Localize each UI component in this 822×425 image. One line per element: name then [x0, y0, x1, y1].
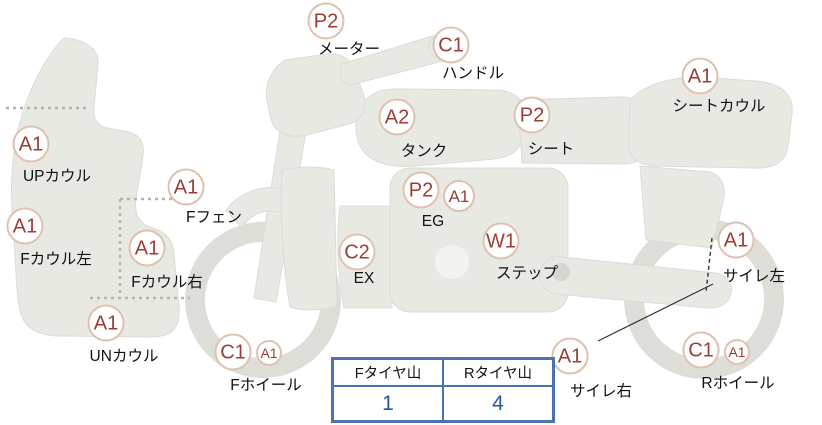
part-label-meter: メーター	[317, 41, 381, 58]
part-label-seat: シート	[527, 141, 575, 158]
tire-table-header-front: Fタイヤ山	[333, 359, 443, 386]
condition-code-up-cowl: A1	[12, 125, 50, 163]
frame-column-shape	[280, 166, 338, 311]
condition-code-f-wheel-2: A1	[256, 340, 282, 366]
condition-code-silencer-left: A1	[717, 221, 755, 259]
condition-code-meter: P2	[307, 2, 345, 40]
condition-code-step: W1	[482, 222, 520, 260]
condition-code-engine-1: P2	[402, 171, 440, 209]
part-label-f-wheel: Fホイール	[230, 377, 302, 394]
part-label-un-cowl: UNカウル	[89, 348, 159, 365]
part-label-seat-cowl: シートカウル	[672, 98, 766, 115]
part-label-engine: EG	[421, 213, 445, 230]
step-peg-circle	[552, 263, 570, 281]
condition-code-engine-2: A1	[443, 180, 475, 212]
part-label-f-cowl-left: Fカウル左	[20, 251, 92, 268]
part-label-handle: ハンドル	[441, 65, 505, 82]
tire-table-header-rear: Rタイヤ山	[443, 359, 553, 386]
condition-code-f-cowl-right: A1	[128, 229, 166, 267]
condition-code-r-wheel-2: A1	[724, 339, 750, 365]
part-label-r-wheel: Rホイール	[701, 375, 775, 392]
rear-frame-shape	[639, 165, 725, 249]
tire-table-value-rear: 4	[443, 386, 553, 421]
condition-code-exhaust: C2	[338, 233, 376, 271]
front-fairing-shape	[11, 37, 180, 338]
condition-code-seat-cowl: A1	[681, 57, 719, 95]
seat-cowl-shape	[628, 76, 793, 169]
part-label-step: ステップ	[495, 265, 559, 282]
part-label-tank: タンク	[400, 143, 448, 160]
tire-table-value-front: 1	[333, 386, 443, 421]
condition-code-f-fender: A1	[167, 168, 205, 206]
part-label-up-cowl: UPカウル	[22, 168, 92, 185]
muffler-shape	[539, 255, 732, 309]
part-label-f-cowl-right: Fカウル右	[131, 274, 203, 291]
condition-code-r-wheel-1: C1	[682, 331, 720, 369]
part-label-silencer-right: サイレ右	[569, 383, 633, 400]
part-label-f-fender: Fフェン	[186, 209, 242, 226]
condition-code-silencer-right: A1	[551, 337, 589, 375]
condition-code-handle: C1	[432, 26, 470, 64]
condition-code-seat: P2	[513, 96, 551, 134]
engine-shape	[389, 167, 569, 313]
tire-tread-table: Fタイヤ山 Rタイヤ山 1 4	[331, 357, 555, 423]
engine-cover-circle	[435, 245, 469, 279]
part-label-silencer-left: サイレ左	[722, 268, 786, 285]
condition-code-un-cowl: A1	[87, 304, 125, 342]
condition-code-f-cowl-left: A1	[6, 207, 44, 245]
condition-code-f-wheel-1: C1	[214, 333, 252, 371]
part-label-exhaust: EX	[353, 270, 375, 287]
silencer-dashed-line	[705, 237, 713, 293]
condition-code-tank: A2	[378, 98, 416, 136]
cowl-split-dotted-lines	[6, 106, 190, 300]
silencer-right-leader-line	[597, 283, 714, 342]
windscreen-shape	[265, 53, 366, 137]
